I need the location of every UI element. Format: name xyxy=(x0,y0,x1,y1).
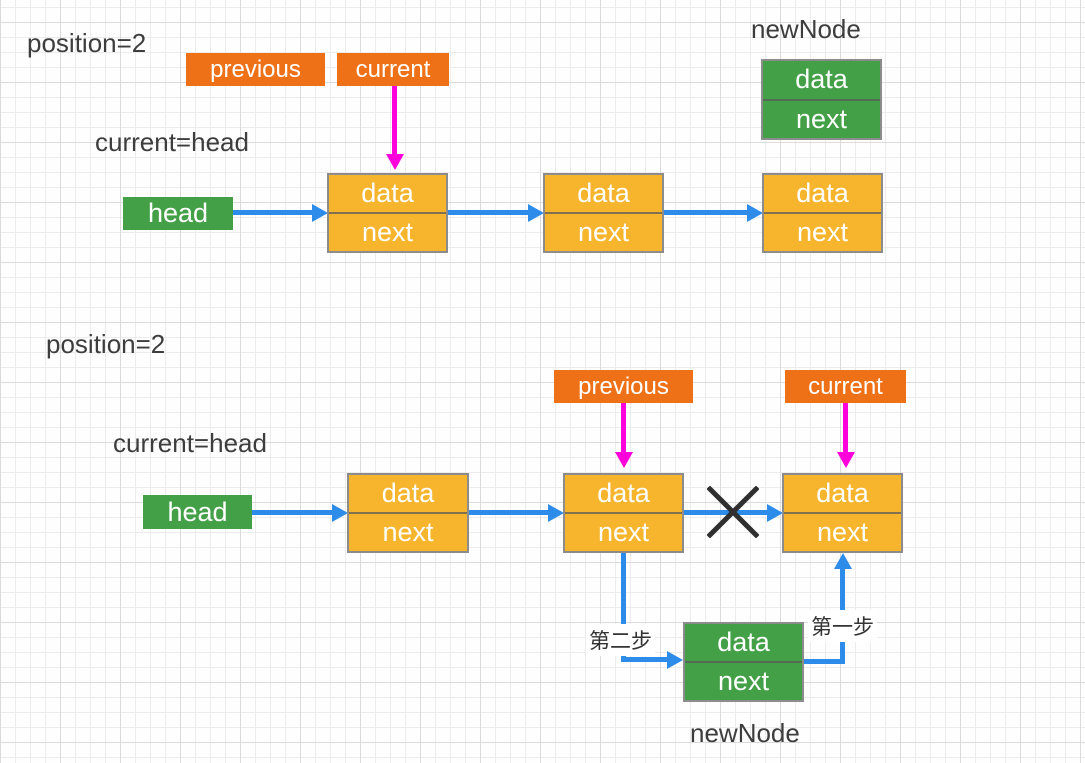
top-arrow-node1-to-node2 xyxy=(448,210,529,215)
arrowhead-right-icon xyxy=(332,504,348,522)
arrowhead-up-icon xyxy=(834,553,852,569)
arrowhead-down-icon xyxy=(837,452,855,468)
arrowhead-right-icon xyxy=(767,504,783,522)
top-new-node: data next xyxy=(761,59,882,140)
top-node-3: data next xyxy=(762,173,883,253)
node-data-cell: data xyxy=(565,475,682,514)
arrowhead-right-icon xyxy=(312,204,328,222)
node-next-cell: next xyxy=(816,517,869,547)
step2-arrow-vertical-line xyxy=(621,553,626,660)
top-previous-pointer-tag: previous xyxy=(186,53,325,86)
bottom-node-1: data next xyxy=(347,473,469,553)
node-next-cell: next xyxy=(382,517,434,547)
node-data-cell: data xyxy=(784,475,901,514)
bottom-new-node: data next xyxy=(683,622,804,702)
arrowhead-down-icon xyxy=(386,154,404,170)
arrowhead-right-icon xyxy=(747,204,763,222)
node-next-cell: next xyxy=(795,103,848,134)
node-data-cell: data xyxy=(685,624,802,663)
bottom-previous-pointer-arrow-line xyxy=(621,403,626,454)
node-next-cell: next xyxy=(361,217,414,247)
bottom-arrow-head-to-node1 xyxy=(252,510,333,515)
arrowhead-right-icon xyxy=(667,651,683,669)
node-data-cell: data xyxy=(763,61,880,101)
node-data-cell: data xyxy=(545,175,662,214)
bottom-previous-pointer-tag: previous xyxy=(554,370,693,403)
top-assignment-text: current=head xyxy=(95,127,249,157)
broken-link-cross-icon xyxy=(707,486,759,538)
step1-label: 第一步 xyxy=(808,610,877,642)
arrowhead-down-icon xyxy=(615,452,633,468)
top-current-pointer-arrow-line xyxy=(392,86,397,156)
bottom-position-text: position=2 xyxy=(46,329,166,359)
top-current-pointer-tag: current xyxy=(337,53,449,86)
arrowhead-right-icon xyxy=(528,204,544,222)
top-arrow-node2-to-node3 xyxy=(664,210,748,215)
top-node-1: data next xyxy=(327,173,448,253)
bottom-node-2: data next xyxy=(563,473,684,553)
top-position-text: position=2 xyxy=(27,28,147,58)
top-head-box: head xyxy=(123,197,233,230)
node-data-cell: data xyxy=(329,175,446,214)
bottom-current-pointer-tag: current xyxy=(785,370,906,403)
bottom-current-pointer-arrow-line xyxy=(843,403,848,454)
node-data-cell: data xyxy=(349,475,467,514)
node-next-cell: next xyxy=(577,217,630,247)
node-data-cell: data xyxy=(764,175,881,214)
top-new-node-title: newNode xyxy=(751,14,861,44)
step2-arrow-horizontal-line xyxy=(621,657,668,662)
arrowhead-right-icon xyxy=(548,504,564,522)
step2-label: 第二步 xyxy=(586,624,655,656)
top-arrow-head-to-node1 xyxy=(233,210,313,215)
bottom-node-3: data next xyxy=(782,473,903,553)
step1-arrow-horizontal-line xyxy=(804,659,845,664)
node-next-cell: next xyxy=(717,666,770,696)
node-next-cell: next xyxy=(796,217,849,247)
bottom-head-box: head xyxy=(143,495,252,529)
bottom-new-node-title: newNode xyxy=(690,718,800,748)
node-next-cell: next xyxy=(597,517,650,547)
bottom-assignment-text: current=head xyxy=(113,428,267,458)
bottom-arrow-node1-to-node2 xyxy=(469,510,549,515)
top-node-2: data next xyxy=(543,173,664,253)
